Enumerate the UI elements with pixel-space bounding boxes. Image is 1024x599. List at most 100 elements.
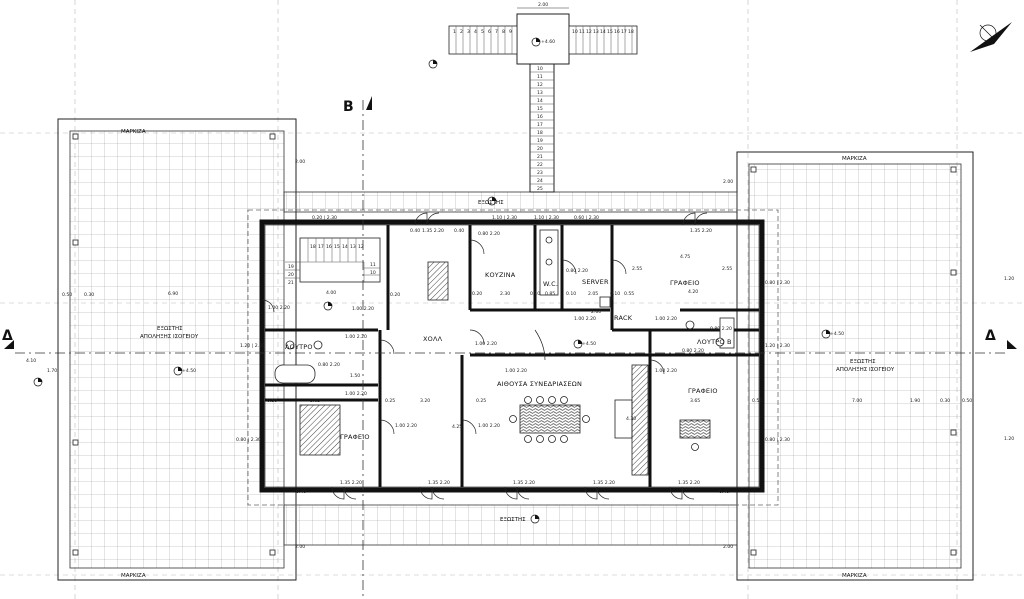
room-label: ΓΡΑΦΕΙΟ xyxy=(340,433,370,441)
stair-step-label: 10 xyxy=(572,29,578,35)
dimension-label: 2.60 xyxy=(591,309,601,315)
stair-step-label: 5 xyxy=(481,29,484,35)
room-label: ΓΡΑΦΕΙΟ xyxy=(688,387,718,395)
level-label: +4.50 xyxy=(830,331,844,337)
stair-step-label: 18 xyxy=(537,130,543,136)
stair-step-label: 20 xyxy=(537,146,543,152)
dimension-label: 0.50 xyxy=(267,398,277,404)
door-tag: 0.80 2.20 xyxy=(318,362,340,368)
door-tag: 1.00 2.20 xyxy=(395,423,417,429)
dimension-label: 0.30 xyxy=(940,398,950,404)
section-letter: Δ xyxy=(2,328,13,344)
door-tag: 1.00 2.20 xyxy=(478,423,500,429)
door-tag: 1.00 2.20 xyxy=(574,316,596,322)
level-label: +4.50 xyxy=(182,368,196,374)
door-tag: 0.80 2.20 xyxy=(710,326,732,332)
terrace-top xyxy=(283,191,738,213)
stair-step-label: 12 xyxy=(537,82,543,88)
stair-step-label: 14 xyxy=(537,98,543,104)
stair-step-label: 8 xyxy=(502,29,505,35)
door-tag: 1.35 2.20 xyxy=(422,228,444,234)
dimension-label: 0.50 xyxy=(752,398,762,404)
room-label: ΚΟΥΖΙΝΑ xyxy=(485,271,516,279)
dimension-label: 0.10 xyxy=(530,291,540,297)
door-tag: 1.00 2.20 xyxy=(655,368,677,374)
north-arrow-icon xyxy=(970,22,1012,52)
inner-stair xyxy=(285,237,381,283)
terrace-label: ΑΠΟΛΗΞΗΣ ΙΣΟΓΕΙΟΥ xyxy=(140,334,199,340)
stair-step-label: 25 xyxy=(537,186,543,192)
stair-step-label: 10 xyxy=(537,66,543,72)
terrace-bottom xyxy=(283,504,738,546)
dimension-label: 0.50 xyxy=(62,292,72,298)
stair-step-label: 17 xyxy=(537,122,543,128)
marquee-posts xyxy=(72,133,957,556)
stair-width-label: 2.00 xyxy=(538,2,548,8)
dimension-label: 0.20 xyxy=(390,292,400,298)
section-letter: Δ xyxy=(985,328,996,344)
dimension-label: 2.00 xyxy=(723,544,733,550)
door-tag: 0.80 2.20 xyxy=(478,231,500,237)
dimension-label: 0.85 xyxy=(545,291,555,297)
stair-step-label: 24 xyxy=(537,178,543,184)
level-markers xyxy=(33,37,831,524)
dimension-label: 2.00 xyxy=(723,179,733,185)
door-tag: 1.35 2.20 xyxy=(513,480,535,486)
dimension-label: 0.50 xyxy=(962,398,972,404)
door-tag: 1.35 2.20 xyxy=(428,480,450,486)
stair-step-label: 13 xyxy=(537,90,543,96)
stair-step-label: 14 xyxy=(342,244,348,250)
stair-step-label: 6 xyxy=(488,29,491,35)
stair-step-label: 17 xyxy=(621,29,627,35)
level-label: +4.60 xyxy=(541,39,555,45)
dimension-label: 1.20 xyxy=(1004,436,1014,442)
door-tag: 1.00 2.20 xyxy=(352,306,374,312)
dimension-label: 4.20 xyxy=(688,289,698,295)
dimension-label: 3.65 xyxy=(690,398,700,404)
door-tag: 1.00 2.20 xyxy=(345,391,367,397)
door-tag: 1.00 2.20 xyxy=(505,368,527,374)
terrace-right xyxy=(736,151,974,581)
window-tag: 1.20 | 2.30 xyxy=(765,343,790,349)
stair-step-label: 16 xyxy=(326,244,332,250)
window-tag: 0.80 | 2.30 xyxy=(765,280,790,286)
interior-walls xyxy=(265,225,759,487)
dimension-label: 3.20 xyxy=(420,398,430,404)
dimension-label: 0.30 xyxy=(84,292,94,298)
dimension-label: 0.55 xyxy=(624,291,634,297)
door-tag: 1.00 2.20 xyxy=(475,341,497,347)
stair-step-label: 20 xyxy=(288,272,294,278)
dimension-label: 2.05 xyxy=(588,291,598,297)
stair-step-label: 16 xyxy=(614,29,620,35)
stair-step-label: 4 xyxy=(474,29,477,35)
stair-step-label: 11 xyxy=(370,262,376,268)
dimension-label: 4.30 xyxy=(626,416,636,422)
dimension-label: 2.00 xyxy=(295,159,305,165)
dimension-label: 0.40 xyxy=(296,489,306,495)
furniture xyxy=(274,229,735,476)
room-label: RACK xyxy=(614,314,633,322)
dimension-label: 1.20 xyxy=(1004,276,1014,282)
stair-step-label: 23 xyxy=(537,170,543,176)
top-stair xyxy=(448,7,638,193)
dimension-label: 0.10 xyxy=(566,291,576,297)
marquee-label: ΜΑΡΚΙΖΑ xyxy=(121,573,146,579)
room-label: ΧΟΛΛ xyxy=(423,335,443,343)
dimension-label: 2.00 xyxy=(295,544,305,550)
stair-step-label: 22 xyxy=(537,162,543,168)
dimension-label: 0.40 xyxy=(410,228,420,234)
dimension-label: 4.10 xyxy=(26,358,36,364)
stair-step-label: 21 xyxy=(537,154,543,160)
dimension-label: 1.70 xyxy=(47,368,57,374)
stair-step-label: 21 xyxy=(288,280,294,286)
dimension-label: 2.55 xyxy=(722,266,732,272)
window-tag: 1.20 | 2.30 xyxy=(240,343,265,349)
dimension-label: 6.90 xyxy=(168,291,178,297)
door-tag: 1.00 2.20 xyxy=(655,316,677,322)
stair-step-label: 19 xyxy=(288,264,294,270)
terrace-label: ΑΠΟΛΗΞΗΣ ΙΣΟΓΕΙΟΥ xyxy=(836,367,895,373)
stair-step-label: 9 xyxy=(509,29,512,35)
stair-step-label: 10 xyxy=(370,270,376,276)
stair-step-label: 11 xyxy=(537,74,543,80)
